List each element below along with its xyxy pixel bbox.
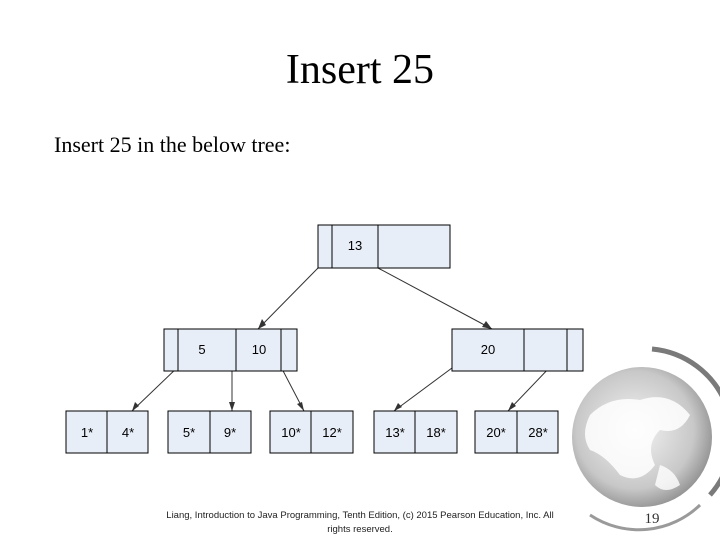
leaf-key: 28*: [528, 425, 548, 440]
slide-title: Insert 25: [285, 47, 435, 93]
leaf-node-4: 13* 18*: [373, 410, 458, 454]
internal-key: 10: [252, 342, 266, 357]
leaf-node-2: 5* 9*: [167, 410, 252, 454]
leaf-key: 12*: [322, 425, 342, 440]
leaf-key: 1*: [81, 425, 93, 440]
footer-line: rights reserved.: [327, 524, 393, 535]
edge-right-leaf4: [393, 364, 457, 412]
footer-line: Liang, Introduction to Java Programming,…: [166, 510, 554, 521]
footer-credit: Liang, Introduction to Java Programming,…: [140, 509, 580, 537]
leaf-key: 5*: [183, 425, 195, 440]
edge-root-left: [257, 267, 319, 330]
leaf-key: 18*: [426, 425, 446, 440]
globe-icon: [572, 346, 720, 532]
leaf-node-3: 10* 12*: [269, 410, 354, 454]
leaf-node-5: 20* 28*: [474, 410, 559, 454]
leaf-key: 10*: [281, 425, 301, 440]
leaf-node-1: 1* 4*: [65, 410, 149, 454]
edge-left-leaf1: [131, 364, 181, 412]
internal-key: 20: [481, 342, 495, 357]
root-node: 13: [317, 224, 451, 269]
leaf-key: 20*: [486, 425, 506, 440]
slide-body-text: Insert 25 in the below tree:: [54, 132, 291, 157]
leaf-key: 4*: [122, 425, 134, 440]
edge-right-leaf5: [507, 364, 553, 412]
internal-node-left: 5 10: [163, 328, 298, 372]
internal-key: 5: [198, 342, 205, 357]
leaf-key: 9*: [224, 425, 236, 440]
leaf-key: 13*: [385, 425, 405, 440]
page-number: 19: [644, 511, 660, 527]
root-key: 13: [348, 238, 362, 253]
edge-root-right: [377, 267, 493, 330]
internal-node-right: 20: [451, 328, 584, 372]
